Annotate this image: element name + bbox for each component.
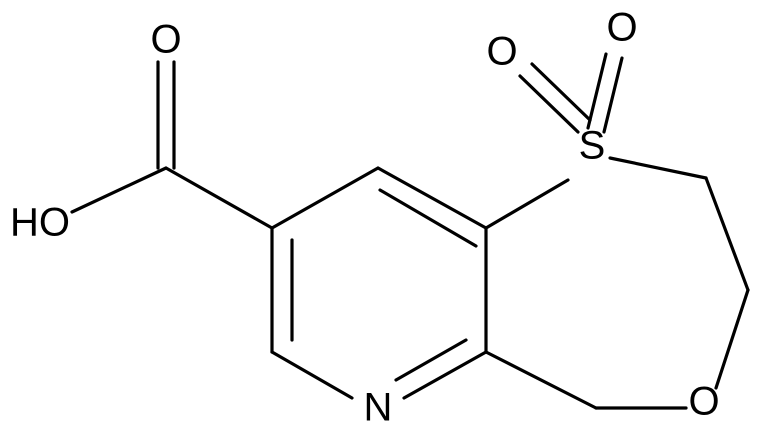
bond-c-oh [70, 166, 168, 214]
bond-ch2-c4 [484, 350, 598, 410]
atom-label-nitrogen: N [364, 386, 393, 430]
bond-s-ch2 [608, 156, 708, 180]
atom-label-sulfonyl-oxygen-left: O [486, 30, 517, 74]
bond-c3-s [484, 178, 570, 230]
atom-label-ring-oxygen: O [688, 380, 719, 424]
bond-s-o-left-a [518, 74, 580, 134]
bond-s-o-right-a [586, 52, 608, 130]
bond-ring-c2-c3-inner [378, 188, 478, 248]
bond-ring-c2-c3 [376, 166, 488, 230]
bond-s-o-right-b [602, 56, 624, 134]
bond-ring-n-c5 [270, 350, 354, 400]
atom-label-carbonyl-oxygen: O [150, 18, 181, 62]
bond-s-o-left-b [530, 62, 592, 122]
atom-label-hydroxyl: HO [10, 201, 70, 245]
bond-ring-c4-n [402, 350, 488, 400]
bond-ch2-o [714, 288, 750, 390]
atom-label-sulfur: S [579, 124, 606, 168]
bond-ring-c4-n-inner [394, 338, 468, 382]
bond-ch2-ch2 [704, 176, 750, 292]
bond-ring-c1-c2 [270, 166, 380, 230]
atom-label-sulfonyl-oxygen-right: O [606, 6, 637, 50]
bond-cooh-ring [164, 166, 274, 230]
